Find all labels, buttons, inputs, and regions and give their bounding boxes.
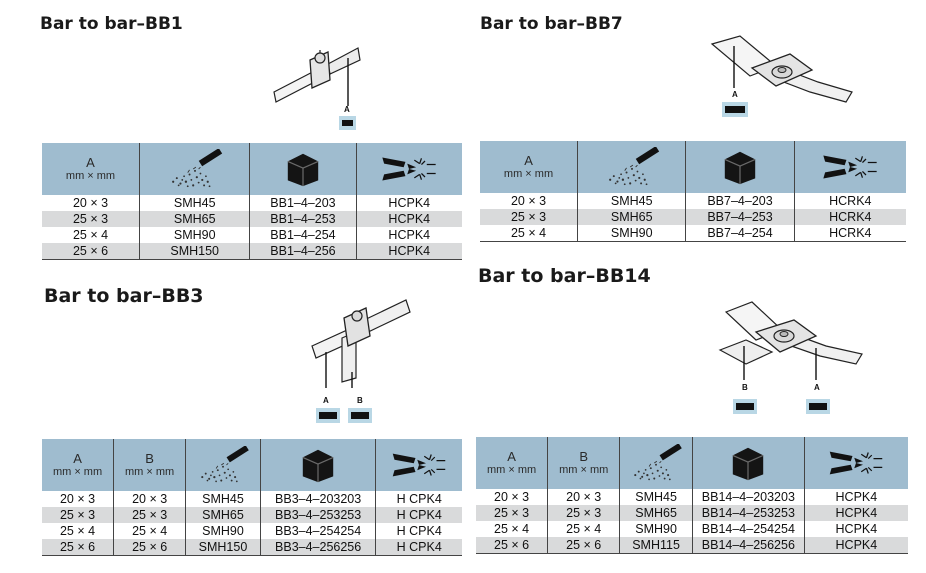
sawdust-cut-icon (630, 444, 682, 482)
bb1-header-code (249, 143, 357, 195)
sawdust-cut-icon (604, 147, 660, 187)
bb14-header-code (691, 437, 805, 489)
bb14-header-tool (619, 437, 693, 489)
crimping-pliers-icon (391, 449, 447, 481)
black-box-icon (299, 446, 337, 484)
bb3-marker-b (348, 408, 372, 423)
bb14-marker-b (733, 399, 757, 414)
bb1-header-tool (139, 143, 250, 195)
bb3-header-die (375, 439, 462, 491)
bb14-label-a: A (814, 383, 820, 392)
bb14-label-b: B (742, 383, 748, 392)
sawdust-cut-icon (167, 149, 223, 189)
bb7-marker-a (722, 102, 748, 117)
bb3-marker-a (316, 408, 340, 423)
crimping-pliers-icon (380, 153, 438, 185)
sawdust-cut-icon (197, 446, 249, 484)
bb3-title: Bar to bar–BB3 (44, 285, 204, 307)
bb1-title: Bar to bar–BB1 (40, 14, 183, 34)
bb7-header-die (793, 141, 906, 193)
bb14-marker-a (806, 399, 830, 414)
bb7-header-code (685, 141, 795, 193)
bb1-marker-a (339, 116, 356, 130)
bb3-header-tool (185, 439, 261, 491)
bb3-label-b: B (357, 396, 363, 405)
black-box-icon (729, 444, 767, 482)
bb7-title: Bar to bar–BB7 (480, 14, 623, 34)
bb3-header-code (259, 439, 376, 491)
crimping-pliers-icon (821, 151, 879, 183)
bb3-label-a: A (323, 396, 329, 405)
bb7-header-tool (577, 141, 686, 193)
bb1-illustration (273, 47, 361, 106)
bb1-header-die (355, 143, 462, 195)
bb14-header-die (803, 437, 908, 489)
bb3-illustration (311, 299, 411, 388)
bb1-label-a: A (344, 105, 350, 114)
black-box-icon (284, 150, 322, 188)
black-box-icon (721, 148, 759, 186)
bb7-label-a: A (732, 90, 738, 99)
bb14-title: Bar to bar–BB14 (478, 265, 651, 287)
crimping-pliers-icon (828, 447, 884, 479)
bb7-illustration (710, 35, 853, 103)
bb14-illustration (718, 301, 863, 380)
